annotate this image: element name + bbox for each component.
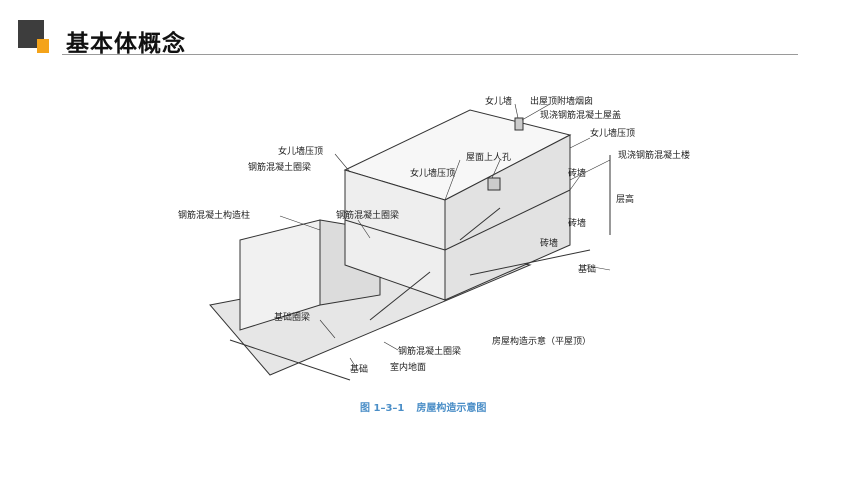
title-divider bbox=[62, 54, 798, 55]
label-ring-beam-mid: 钢筋混凝土圈梁 bbox=[336, 209, 399, 221]
label-roof-hatch: 屋面上人孔 bbox=[466, 152, 511, 163]
foundation-line-left bbox=[229, 339, 351, 381]
page-title: 基本体概念 bbox=[66, 31, 186, 57]
label-ring-beam-top: 钢筋混凝土圈梁 bbox=[248, 161, 311, 173]
chimney-shape bbox=[514, 117, 524, 131]
label-floor-height: 层高 bbox=[616, 193, 634, 205]
label-brick-wall-2: 砖墙 bbox=[568, 217, 586, 229]
figure-number: 图 1–3–1 bbox=[360, 403, 405, 414]
house-structure-diagram: 女儿墙 出屋顶附墙烟囱 现浇钢筋混凝土屋盖 女儿墙压顶 现浇钢筋混凝土楼盖 女儿… bbox=[178, 95, 690, 381]
stair-run-1 bbox=[369, 271, 431, 321]
label-floor-slab: 现浇钢筋混凝土楼盖 bbox=[618, 149, 690, 161]
label-title-note: 房屋构造示意（平屋顶） bbox=[492, 335, 591, 347]
label-foundation-left: 基础 bbox=[350, 363, 368, 375]
upper-side-wall bbox=[444, 134, 571, 301]
label-foundation-right: 基础 bbox=[578, 263, 596, 275]
label-parapet: 女儿墙 bbox=[485, 95, 512, 107]
label-column: 钢筋混凝土构造柱 bbox=[178, 209, 250, 221]
label-parapet-coping-mid: 女儿墙压顶 bbox=[410, 167, 455, 179]
foundation-line-right bbox=[469, 249, 591, 276]
label-roof-slab: 现浇钢筋混凝土屋盖 bbox=[540, 109, 621, 121]
label-parapet-coping-right: 女儿墙压顶 bbox=[590, 127, 635, 139]
figure-caption: 图 1–3–1 房屋构造示意图 bbox=[360, 399, 498, 414]
stair-run-2 bbox=[459, 207, 501, 241]
label-brick-wall-1: 砖墙 bbox=[568, 167, 586, 179]
label-ground-ring-beam: 钢筋混凝土圈梁 bbox=[398, 345, 461, 357]
roof-hatch-shape bbox=[487, 177, 501, 191]
label-indoor-floor: 室内地面 bbox=[390, 361, 426, 373]
label-chimney: 出屋顶附墙烟囱 bbox=[530, 95, 593, 107]
floor-line-2 bbox=[444, 189, 571, 251]
logo-square-accent bbox=[37, 39, 49, 53]
label-foundation-ring-beam: 基础圈梁 bbox=[274, 311, 310, 323]
label-parapet-coping-left: 女儿墙压顶 bbox=[278, 145, 323, 157]
label-brick-wall-3: 砖墙 bbox=[540, 237, 558, 249]
figure-caption-text: 房屋构造示意图 bbox=[416, 403, 487, 414]
